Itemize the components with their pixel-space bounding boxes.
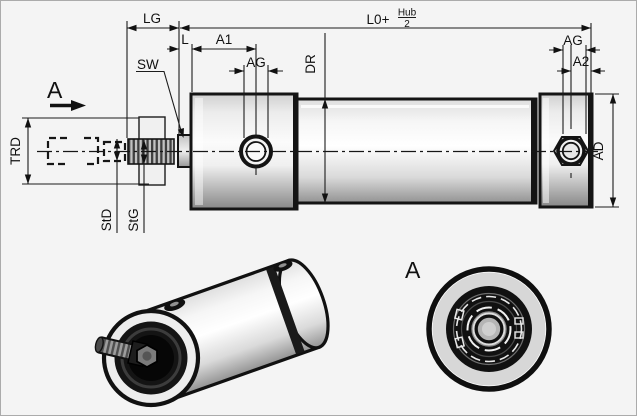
dim-label-LG: LG	[143, 11, 161, 26]
cap-highlight	[543, 98, 549, 203]
dim-AG-right: AG	[549, 33, 600, 54]
dim-AD: AD	[591, 93, 619, 208]
end-view-rod-center	[482, 322, 496, 336]
dim-label-StD: StD	[99, 209, 114, 232]
dim-L0-hub: L0+ Hub 2	[180, 8, 591, 32]
dim-label-A1: A1	[216, 32, 233, 47]
end-view-snapring-gap-bottom	[514, 331, 524, 339]
dimensions: LG L0+ Hub 2 L	[8, 8, 619, 233]
end-view-detail-ring-5	[471, 311, 507, 347]
dim-label-DR: DR	[303, 54, 318, 74]
phantom-rod-end	[46, 136, 127, 166]
dim-label-AG-right: AG	[563, 33, 583, 48]
end-view-a: A	[405, 257, 552, 392]
dim-label-StG: StG	[126, 208, 141, 231]
dim-label-AG-left: AG	[246, 55, 266, 70]
iso-center-nut-shade	[142, 351, 152, 361]
dim-AG-left: AG	[229, 55, 283, 75]
end-view-lug-top	[453, 308, 465, 321]
main-section-view: LG L0+ Hub 2 L	[8, 8, 619, 233]
iso-groove-ring	[266, 266, 305, 355]
section-arrow-head	[71, 100, 86, 111]
dim-A1: A1	[192, 32, 256, 53]
end-view-detail-ring-4	[466, 306, 512, 352]
dim-A2: A2	[557, 54, 605, 75]
dim-label-AD: AD	[591, 141, 606, 160]
iso-rear-port-hole	[278, 263, 287, 268]
dim-StG: StG	[126, 140, 148, 233]
dim-StD: StD	[99, 139, 121, 233]
dim-label-L: L	[181, 32, 189, 47]
end-view-detail-ring-1	[452, 292, 526, 366]
dim-label-A2: A2	[573, 54, 590, 69]
dim-label-hub-denominator: 2	[404, 19, 410, 30]
iso-front-port-hole	[169, 301, 179, 307]
dim-LG: LG	[127, 11, 179, 32]
tube-highlight	[301, 105, 529, 108]
dim-label-hub: Hub	[398, 8, 417, 19]
end-view-detail-ring-3	[460, 300, 518, 358]
isometric-view	[94, 258, 330, 408]
dim-label-SW: SW	[137, 57, 159, 72]
cap-end-edge	[588, 94, 593, 207]
end-view-detail-ring-2	[455, 295, 523, 363]
dim-DR: DR	[303, 33, 329, 203]
end-view-lug-bottom	[454, 336, 465, 349]
dim-label-L0: L0+	[367, 12, 390, 27]
section-view-arrow: A	[47, 77, 86, 111]
section-arrow-label: A	[47, 77, 63, 103]
dim-SW: SW	[136, 57, 187, 139]
dim-label-TRD: TRD	[8, 137, 23, 165]
dim-TRD: TRD	[8, 117, 149, 185]
end-view-label: A	[405, 257, 421, 283]
end-view-snapring-gap-top	[514, 317, 524, 325]
end-view-white-ring	[472, 312, 506, 346]
